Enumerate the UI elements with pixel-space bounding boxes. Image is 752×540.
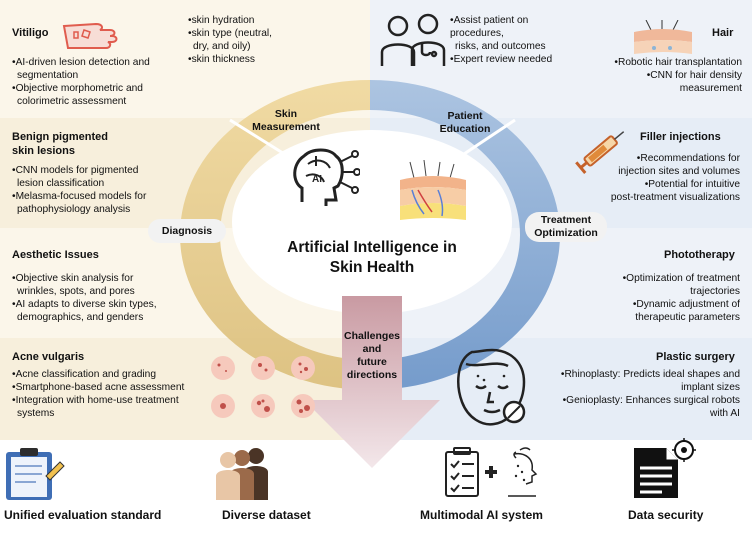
segment-label: Education (439, 123, 491, 135)
bullet-text: •Optimization of treatment (622, 273, 740, 284)
title-line: skin lesions (12, 145, 75, 157)
ai-label: AI (312, 174, 322, 185)
bullet-text: trajectories (690, 286, 740, 297)
arrow-text-line: Challenges (343, 330, 401, 342)
aesthetic-bullets: •Objective skin analysis for wrinkles, s… (12, 272, 212, 324)
challenges-text: Challenges and future directions (330, 330, 414, 382)
bullet-text: systems (17, 408, 55, 419)
aesthetic-title: Aesthetic Issues (12, 249, 99, 261)
bullet-text: •Acne classification and grading (12, 369, 157, 380)
treatment-optimization-segment: Treatment Optimization (525, 212, 607, 242)
bullet-text: •Integration with home-use treatment (12, 395, 179, 406)
bullet-text: •Smartphone-based acne assessment (12, 382, 185, 393)
bullet-text: wrinkles, spots, and pores (17, 286, 135, 297)
benign-bullets: •CNN models for pigmented lesion classif… (12, 164, 202, 216)
arrow-text-line: directions (346, 369, 398, 381)
unified-evaluation-label: Unified evaluation standard (4, 508, 162, 522)
phototherapy-title: Phototherapy (664, 249, 735, 261)
hair-title: Hair (712, 27, 734, 39)
bullet-text: •AI adapts to diverse skin types, (12, 299, 157, 310)
multimodal-label: Multimodal AI system (420, 508, 543, 522)
bullet-text: •AI-driven lesion detection and (12, 57, 150, 68)
bullet-text: •CNN models for pigmented (12, 165, 139, 176)
center-title: Artificial Intelligence in Skin Health (262, 238, 482, 278)
bullet-text: colorimetric assessment (17, 96, 127, 107)
bullet-text: •skin type (neutral, (188, 28, 272, 39)
bullet-text: •Assist patient on procedures, (450, 15, 529, 39)
hair-bullets: •Robotic hair transplantation •CNN for h… (570, 56, 742, 95)
bullet-text: •Recommendations for (636, 153, 740, 164)
multimodal-icon (445, 447, 538, 497)
filler-bullets: •Recommendations for injection sites and… (540, 152, 740, 204)
syringe-icon (575, 131, 625, 174)
diverse-dataset-label: Diverse dataset (222, 508, 311, 522)
clipboard-icon (6, 448, 65, 500)
people-icon (216, 448, 268, 500)
skin-layers-icon (400, 160, 466, 220)
bullet-text: •Rhinoplasty: Predicts ideal shapes and (560, 369, 740, 380)
face-icon (457, 348, 526, 426)
arrow-text-line: and (362, 343, 382, 355)
acne-dots-icon (211, 356, 315, 418)
vitiligo-bullets: •AI-driven lesion detection and segmenta… (12, 56, 184, 108)
bullet-text: demographics, and genders (17, 312, 144, 323)
bullet-text: •Potential for intuitive (644, 179, 740, 190)
bullet-text: •CNN for hair density (646, 70, 742, 81)
acne-title: Acne vulgaris (12, 351, 85, 363)
benign-title: Benign pigmented skin lesions (12, 130, 108, 158)
arrow-text-line: future (357, 356, 387, 368)
bullet-text: lesion classification (17, 178, 105, 189)
challenges-arrow (304, 296, 440, 468)
patient-education-segment: Patient Education (420, 110, 510, 136)
segment-label: Measurement (252, 121, 320, 133)
plastic-bullets: •Rhinoplasty: Predicts ideal shapes and … (520, 368, 740, 420)
bullet-text: risks, and outcomes (455, 41, 546, 52)
bullet-text: •Dynamic adjustment of (632, 299, 740, 310)
bullet-text: implant sizes (681, 382, 740, 393)
bullet-text: •skin thickness (188, 54, 255, 65)
plastic-title: Plastic surgery (656, 351, 735, 363)
phototherapy-bullets: •Optimization of treatment trajectories … (560, 272, 740, 324)
title-line: Benign pigmented (12, 131, 108, 143)
center-title-line: Artificial Intelligence in (287, 239, 457, 256)
skin-measurement-segment: Skin Measurement (236, 108, 336, 134)
vitiligo-panel (0, 0, 180, 118)
bullet-text: segmentation (17, 70, 79, 81)
bullet-text: •Genioplasty: Enhances surgical robots (562, 395, 740, 406)
bullet-text: •skin hydration (188, 15, 255, 26)
vitiligo-title: Vitiligo (12, 27, 49, 39)
center-title-line: Skin Health (329, 259, 415, 276)
diagnosis-segment: Diagnosis (148, 219, 226, 243)
document-icon (634, 438, 696, 498)
bullet-text: post-treatment visualizations (610, 192, 740, 203)
skin-measurement-bullets: •skin hydration •skin type (neutral, dry… (188, 14, 338, 66)
segment-label: Patient (447, 110, 483, 122)
bullet-text: pathophysiology analysis (17, 204, 131, 215)
segment-label: Skin (274, 108, 298, 120)
bullet-text: dry, and oily) (193, 41, 251, 52)
hair-panel (560, 0, 752, 118)
doctor-patient-icon (380, 13, 446, 66)
hair-follicle-icon (634, 20, 692, 54)
bullet-text: •Expert review needed (450, 54, 553, 65)
bullet-text: •Objective skin analysis for (12, 273, 134, 284)
bullet-text: with AI (709, 408, 740, 419)
bullet-text: measurement (679, 83, 742, 94)
segment-label: Treatment (540, 214, 592, 226)
filler-title: Filler injections (640, 131, 721, 143)
segment-label: Diagnosis (161, 225, 213, 237)
brain-ai-icon: AI (293, 148, 360, 206)
education-bullets: •Assist patient on procedures, risks, an… (450, 14, 570, 66)
bullet-text: •Robotic hair transplantation (614, 57, 742, 68)
vitiligo-hand-icon (62, 22, 118, 49)
data-security-label: Data security (628, 508, 704, 522)
bullet-text: injection sites and volumes (618, 166, 740, 177)
segment-label: Optimization (534, 227, 598, 239)
acne-bullets: •Acne classification and grading •Smartp… (12, 368, 212, 420)
bullet-text: therapeutic parameters (635, 312, 740, 323)
bullet-text: •Melasma-focused models for (12, 191, 147, 202)
bullet-text: •Objective morphometric and (12, 83, 143, 94)
